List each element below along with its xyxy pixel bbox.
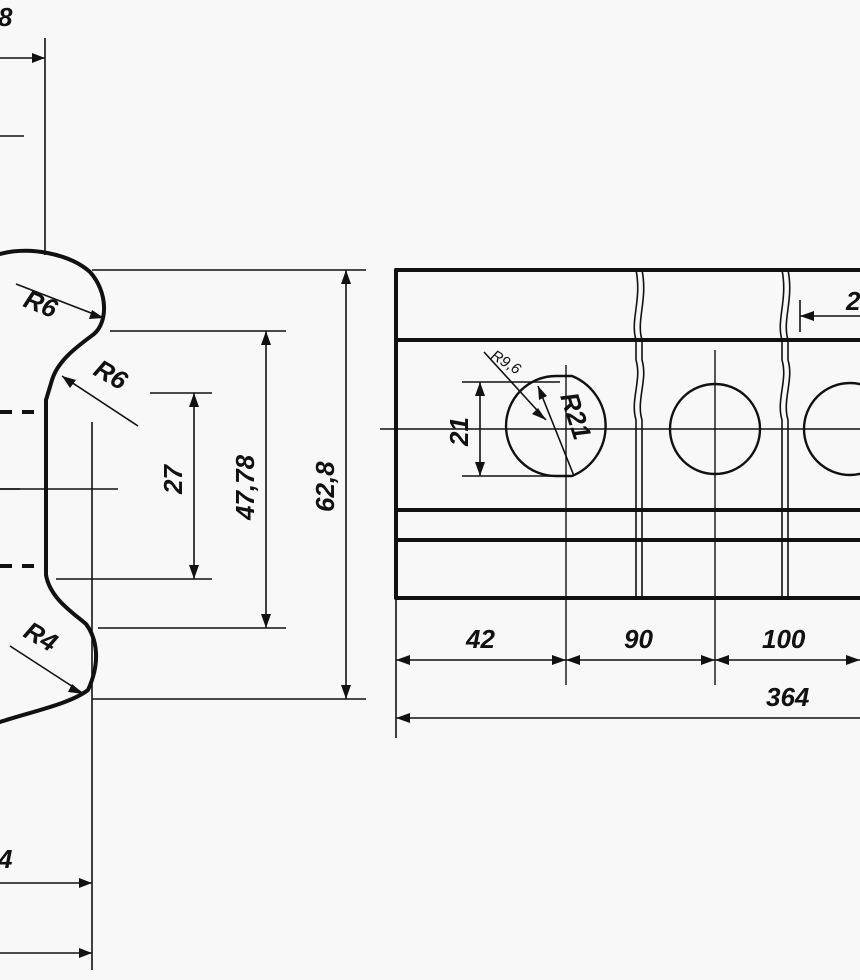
arrow-42-left [396,655,410,665]
arrow-628-top [341,270,351,284]
arrow-r4 [68,684,84,694]
label-628: 62,8 [310,461,340,512]
arrow-21-bottom [475,462,485,476]
arrow-r21 [538,386,547,400]
round-hole-2 [802,381,860,477]
label-42: 42 [465,624,495,654]
arrow-90-right [701,655,715,665]
leader-r6-mid [61,375,139,427]
arrow-42-right [552,655,566,665]
break-line-1b [639,269,645,600]
label-r21: R21 [554,389,597,444]
label-r6-mid: R6 [89,353,133,396]
label-364: 364 [766,682,810,712]
arrow-right-clipped [800,311,814,321]
arrow-r6-top [89,310,104,319]
label-top-clipped: 8 [0,2,13,32]
arrow-top [32,53,45,63]
label-right-clipped: 2 [845,286,860,316]
break-line-2a [779,269,785,600]
leader-r96 [483,351,547,421]
label-r4: R4 [19,615,63,658]
arrow-r6-mid [62,376,76,388]
arrow-27-top [189,393,199,407]
arrow-4778-top [261,331,271,345]
arrow-364-left [396,713,410,723]
label-r6-top: R6 [20,284,63,324]
profile-view: 8 4 R6 R6 R4 27 47,78 [0,2,366,970]
label-27: 27 [158,464,188,495]
leader-r6-top [15,283,105,319]
label-90: 90 [624,624,653,654]
label-4778: 47,78 [230,454,260,521]
arrow-27-bottom [189,565,199,579]
label-100: 100 [762,624,806,654]
arrow-r96 [532,408,546,420]
break-line-2b [785,269,791,600]
plan-view: 21 R9,6 R21 42 90 100 364 2 [380,268,860,738]
arrow-21-top [475,382,485,396]
arrow-bottom-2 [79,948,92,958]
arrow-100-right [846,655,860,665]
arrow-100-left [715,655,729,665]
arrow-90-left [566,655,580,665]
slot-hole [504,374,607,478]
label-bottom-clipped: 4 [0,844,13,874]
leader-r21 [537,385,575,477]
arrow-4778-bottom [261,614,271,628]
arrow-628-bottom [341,685,351,699]
break-line-1a [633,269,639,600]
profile-outline [0,248,107,724]
label-r96: R9,6 [488,347,524,379]
label-21: 21 [444,417,474,447]
arrow-bottom-1 [79,878,92,888]
